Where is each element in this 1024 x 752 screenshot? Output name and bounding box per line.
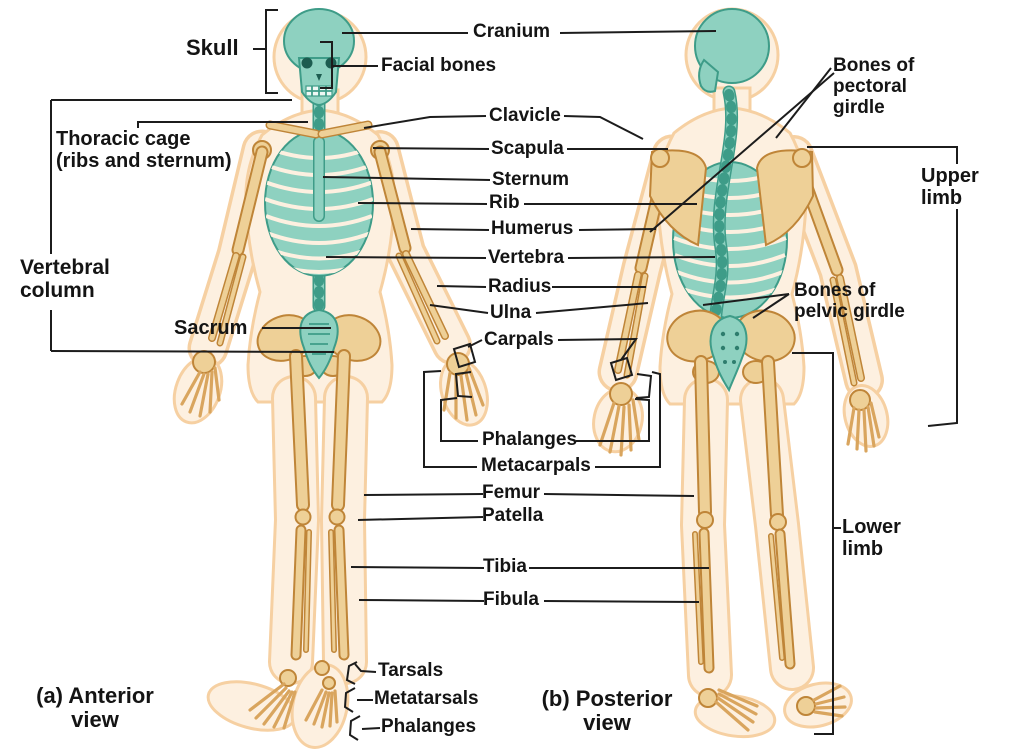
label-femur: Femur — [482, 482, 541, 503]
label-radius: Radius — [488, 276, 552, 297]
label-metacarpals: Metacarpals — [481, 455, 591, 476]
label-vertebra: Vertebra — [488, 247, 565, 268]
label-tarsals: Tarsals — [378, 660, 444, 681]
label-ulna: Ulna — [490, 302, 532, 323]
label-bones-of-pelvic-girdle: Bones of pelvic girdle — [794, 280, 905, 322]
posterior-silhouette — [592, 7, 890, 739]
label-clavicle: Clavicle — [489, 105, 561, 126]
label-fibula: Fibula — [483, 589, 539, 610]
label-facial-bones: Facial bones — [381, 55, 497, 76]
label-tibia: Tibia — [483, 556, 527, 577]
label-rib: Rib — [489, 192, 520, 213]
label-thoracic-cage-title: Thoracic cage — [56, 128, 191, 150]
label-vertebral-column: Vertebral column — [20, 256, 110, 303]
posterior-figure — [592, 7, 890, 739]
label-sternum: Sternum — [492, 169, 570, 190]
label-bones-of-pectoral-girdle: Bones of pectoral girdle — [833, 55, 915, 118]
label-metatarsals: Metatarsals — [374, 688, 479, 709]
caption-posterior-view: (b) Posterior view — [541, 686, 673, 736]
label-phalanges-hand: Phalanges — [482, 429, 578, 450]
caption-anterior-view: (a) Anterior view — [36, 683, 154, 733]
label-thoracic-cage-detail: (ribs and sternum) — [56, 150, 232, 172]
label-lower-limb: Lower limb — [842, 516, 901, 560]
label-upper-limb: Upper limb — [921, 165, 979, 209]
label-thoracic-cage: Thoracic cage (ribs and sternum) — [56, 128, 256, 172]
posterior-pelvis-legs — [666, 309, 847, 732]
leader-lines — [50, 9, 958, 741]
label-sacrum: Sacrum — [174, 317, 248, 339]
label-patella: Patella — [482, 505, 544, 526]
anterior-skull — [283, 8, 355, 107]
label-humerus: Humerus — [491, 218, 574, 239]
anterior-figure — [172, 8, 489, 749]
posterior-skull — [694, 8, 770, 93]
label-skull: Skull — [186, 35, 239, 60]
label-carpals: Carpals — [484, 329, 554, 350]
label-phalanges-foot: Phalanges — [381, 716, 477, 737]
label-cranium: Cranium — [473, 21, 551, 42]
anterior-pelvis-legs — [248, 308, 382, 730]
label-scapula: Scapula — [491, 138, 564, 159]
